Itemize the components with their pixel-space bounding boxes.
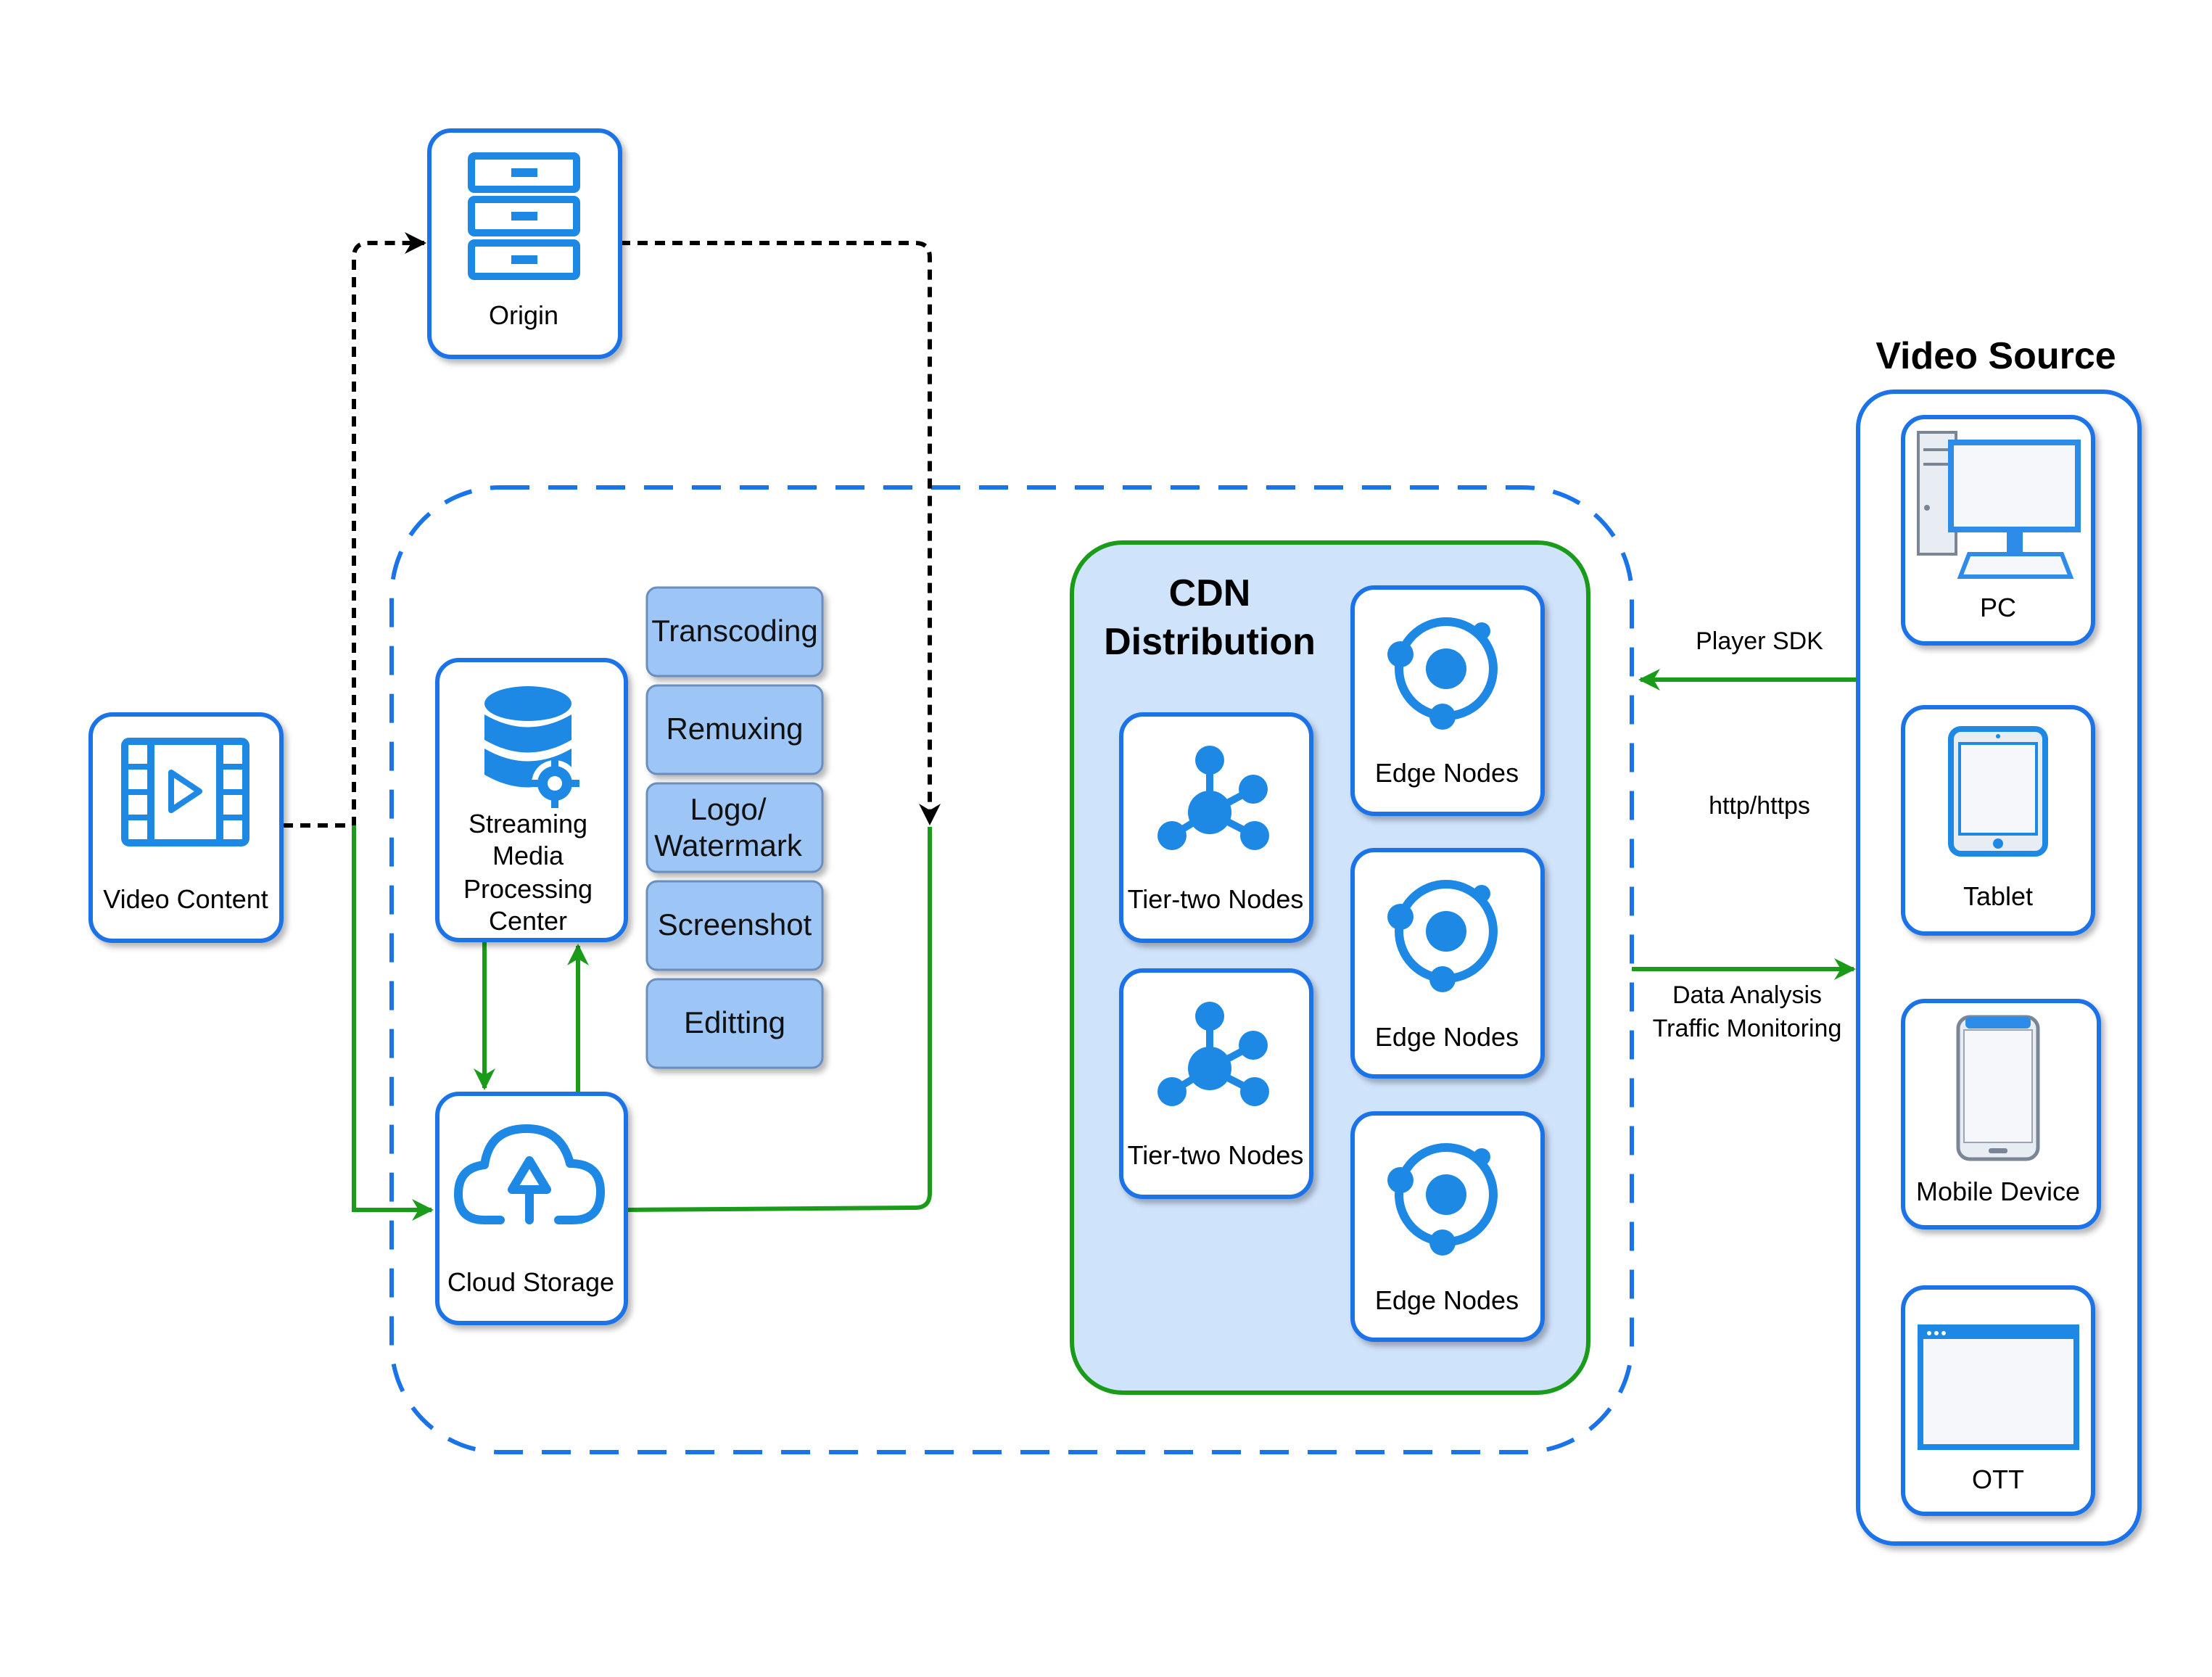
device-tablet[interactable]: Tablet [1901,705,2095,936]
video-source-title: Video Source [1875,335,2116,377]
video-source-container [1856,390,2142,1546]
edge-nodes-label: Edge Nodes [1375,1022,1519,1052]
http-label: http/https [1709,792,1810,820]
streaming-label-line-4: Center [489,906,567,936]
process-editting-label: Editting [684,1005,785,1039]
origin-label: Origin [489,300,558,330]
origin-node[interactable]: Origin [427,128,622,359]
tier-two-node[interactable]: Tier-two Nodes [1119,712,1313,943]
streaming-label-line-3: Processing [463,874,593,904]
orbit-icon [1387,1143,1498,1256]
video-to-origin-link [283,232,426,828]
device-mobile-label: Mobile Device [1916,1177,2080,1206]
device-pc-label: PC [1980,593,2016,622]
edge-node[interactable]: Edge Nodes [1350,1111,1545,1342]
database-gear-icon [484,686,579,808]
process-screenshot-label: Screenshot [658,907,812,941]
video-icon [121,738,249,846]
server-icon [468,152,580,280]
orbit-icon [1387,880,1498,992]
process-remuxing[interactable]: Remuxing [645,684,824,775]
process-screenshot[interactable]: Screenshot [645,880,824,971]
process-transcoding-label: Transcoding [651,614,818,648]
storage-to-cdn-link [626,827,932,1212]
player-sdk-label: Player SDK [1696,627,1823,655]
cdn-title-line-2: Distribution [1104,621,1316,663]
device-ott-label: OTT [1972,1464,2024,1494]
ott-icon [1918,1324,2079,1450]
cloud-storage-label: Cloud Storage [447,1267,614,1297]
data-analysis-label: Data Analysis [1672,981,1822,1009]
device-tablet-label: Tablet [1963,881,2033,911]
hub-network-icon [1157,1002,1269,1106]
cloud-storage-node[interactable]: Cloud Storage [435,1092,628,1325]
edge-node[interactable]: Edge Nodes [1350,585,1545,816]
orbit-icon [1387,617,1498,730]
cdn-title-line-1: CDN [1169,572,1251,614]
tier-two-node[interactable]: Tier-two Nodes [1119,968,1313,1199]
pc-icon [1917,431,2081,579]
device-ott[interactable]: OTT [1901,1285,2095,1516]
hub-network-icon [1157,746,1269,850]
process-logo-label-line-1: Logo/ [690,792,766,826]
tablet-icon [1948,726,2048,857]
video-content-label: Video Content [103,884,268,914]
device-mobile[interactable]: Mobile Device [1901,999,2101,1229]
streaming-label-line-1: Streaming [469,809,587,838]
streaming-center-node[interactable]: Streaming Media Processing Center [435,658,628,942]
process-editting[interactable]: Editting [645,978,824,1069]
tier-two-label: Tier-two Nodes [1128,1140,1304,1170]
mobile-icon [1956,1015,2040,1161]
device-pc[interactable]: PC [1901,415,2095,646]
streaming-label-line-2: Media [492,841,564,870]
video-to-storage-link [352,825,434,1221]
process-logo-label-line-2: Watermark [654,828,803,862]
tier-two-label: Tier-two Nodes [1128,884,1304,914]
video-content-node[interactable]: Video Content [88,712,284,943]
process-logo-watermark[interactable]: Logo/ Watermark [645,782,824,873]
traffic-monitoring-label: Traffic Monitoring [1653,1015,1842,1042]
process-transcoding[interactable]: Transcoding [645,586,824,677]
origin-to-cdn-link [620,241,941,825]
cloud-upload-icon [454,1124,605,1224]
edge-nodes-label: Edge Nodes [1375,1285,1519,1315]
edge-node[interactable]: Edge Nodes [1350,848,1545,1079]
process-remuxing-label: Remuxing [666,712,803,746]
edge-nodes-label: Edge Nodes [1375,758,1519,788]
